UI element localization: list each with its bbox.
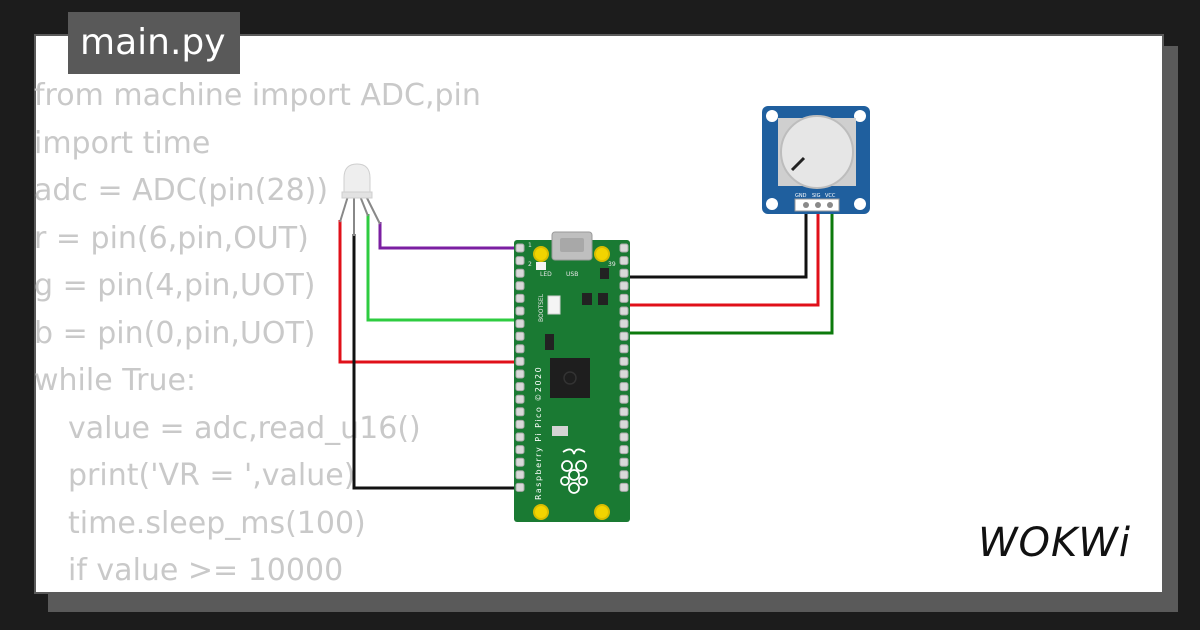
code-line: g = pin(4,pin,UOT) (34, 268, 316, 303)
pico-pin[interactable] (619, 369, 629, 379)
pico-pin[interactable] (619, 470, 629, 480)
pico-pin[interactable] (619, 319, 629, 329)
wire-red-led[interactable] (338, 220, 528, 364)
wires (338, 204, 834, 490)
code-line: import time (34, 125, 211, 161)
pin-header-right (619, 243, 629, 492)
pot-knob[interactable] (780, 115, 854, 189)
wokwi-logo: WOKWi (978, 520, 1131, 566)
pico-pin[interactable] (515, 382, 525, 392)
wire-purple[interactable] (378, 222, 528, 250)
led-label: LED (540, 271, 552, 278)
pico-pin[interactable] (515, 457, 525, 467)
code-listing: from machine import ADC,pin import time ad… (34, 72, 481, 595)
pico-pin[interactable] (515, 407, 525, 417)
bootsel-label: BOOTSEL (538, 293, 545, 322)
pico-pin[interactable] (515, 344, 525, 354)
wire-green-pot[interactable] (620, 204, 834, 335)
rgb-led[interactable] (339, 163, 381, 236)
wire-green[interactable] (366, 214, 528, 322)
code-line: print('VR = ',value) (68, 458, 356, 493)
pico-pin[interactable] (515, 331, 525, 341)
pico-pin[interactable] (619, 281, 629, 291)
code-line: time.sleep_ms(100) (68, 505, 366, 541)
pico-pin[interactable] (619, 432, 629, 442)
pico-pin[interactable] (515, 394, 525, 404)
pico-pin[interactable] (515, 268, 525, 278)
pin39-label: 39 (608, 261, 616, 268)
pico-pin[interactable] (515, 243, 525, 253)
pico-pin[interactable] (515, 432, 525, 442)
pico-pin[interactable] (619, 293, 629, 303)
code-line: value = adc,read_u16() (68, 410, 421, 446)
pot-pin-gnd-label: GND (795, 193, 807, 199)
pico-pin[interactable] (515, 419, 525, 429)
pico-pin[interactable] (619, 445, 629, 455)
wire-black-pot[interactable] (620, 204, 808, 279)
wire-black-led[interactable] (352, 234, 528, 490)
wire-red-pot[interactable] (620, 204, 820, 307)
bootsel-button[interactable] (547, 295, 561, 315)
pico-pin[interactable] (515, 256, 525, 266)
pico-pin[interactable] (515, 482, 525, 492)
pico-pin[interactable] (515, 470, 525, 480)
code-line: adc = ADC(pin(28)) (34, 173, 329, 208)
potentiometer[interactable]: GND SIG VCC (762, 106, 870, 214)
pico-pin[interactable] (619, 482, 629, 492)
pico-pin[interactable] (619, 419, 629, 429)
code-line: from machine import ADC,pin (34, 78, 481, 113)
pico-pin[interactable] (515, 445, 525, 455)
pico-pin[interactable] (619, 268, 629, 278)
raspberry-logo-icon (560, 448, 588, 494)
pot-pin-vcc-label: VCC (825, 193, 836, 199)
file-tab[interactable]: main.py (68, 12, 240, 74)
pico-pin[interactable] (619, 356, 629, 366)
code-line: while True: (34, 363, 197, 398)
rp2040-chip (550, 358, 590, 398)
pico-pin[interactable] (515, 369, 525, 379)
pico-pin[interactable] (515, 293, 525, 303)
code-line: if value >= 10000 (68, 553, 344, 588)
pot-pin-sig-label: SIG (812, 193, 821, 199)
pico-pin[interactable] (619, 344, 629, 354)
usb-label: USB (566, 271, 578, 278)
pico-pin[interactable] (619, 407, 629, 417)
pin1-label: 1 (528, 242, 532, 249)
pico-pin[interactable] (619, 457, 629, 467)
pico-pin[interactable] (619, 243, 629, 253)
pico-pin[interactable] (619, 306, 629, 316)
code-line: r = pin(6,pin,OUT) (34, 220, 309, 256)
pin-header-left (515, 243, 525, 492)
pico-pin[interactable] (515, 356, 525, 366)
pico-pin[interactable] (619, 382, 629, 392)
pico-board[interactable]: LED USB 1 2 39 BOOTSEL Raspberry Pi Pico… (514, 231, 630, 522)
pico-pin[interactable] (515, 306, 525, 316)
pico-pin[interactable] (619, 256, 629, 266)
code-line: b = pin(0,pin,UOT) (34, 315, 316, 351)
pico-pin[interactable] (515, 281, 525, 291)
pico-pin[interactable] (619, 331, 629, 341)
pico-pin[interactable] (619, 394, 629, 404)
board-name-label: Raspberry Pi Pico ©2020 (534, 366, 543, 500)
pico-pin[interactable] (515, 319, 525, 329)
pin2-label: 2 (528, 261, 532, 268)
